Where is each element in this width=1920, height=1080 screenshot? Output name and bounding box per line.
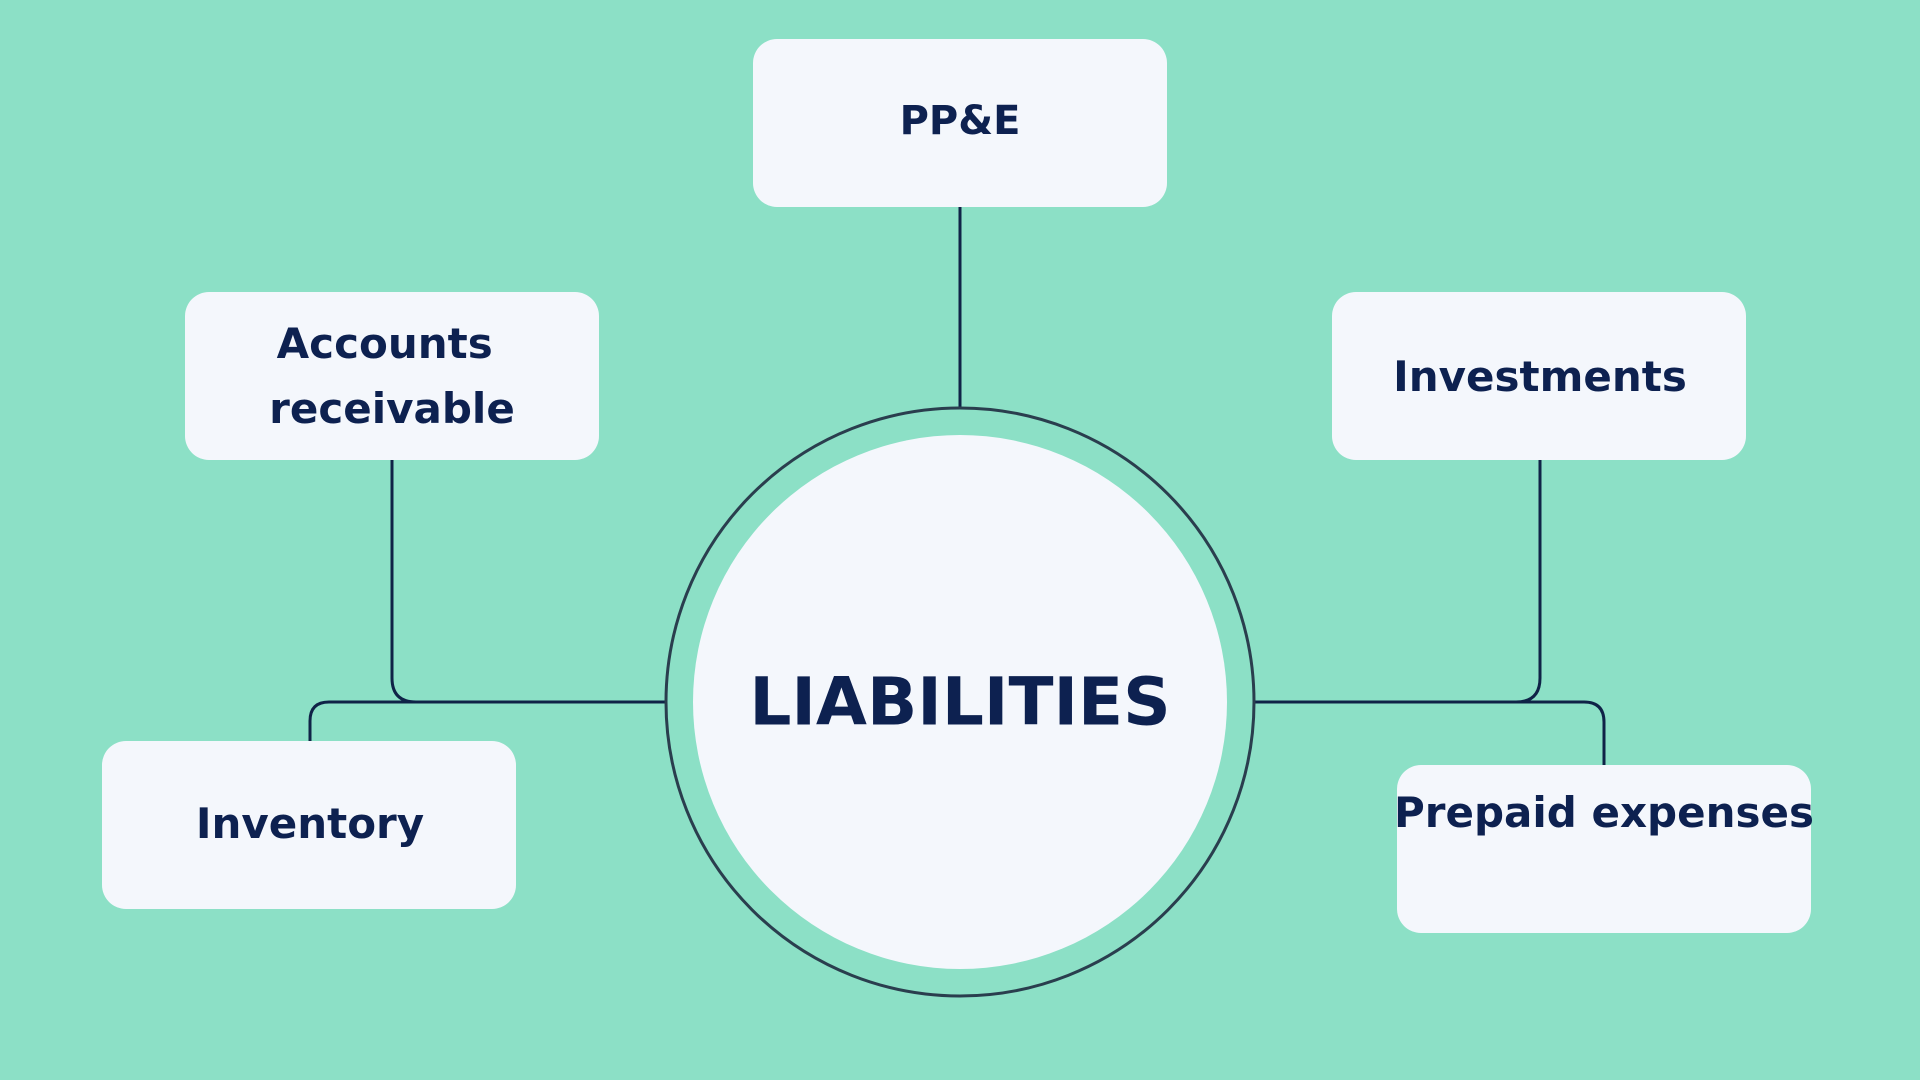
center-ring (664, 406, 1256, 998)
node-investments-label: Investments (1393, 352, 1687, 401)
node-accounts-receivable: Accounts receivable (185, 292, 599, 460)
node-ppe-label-line-1: PP&E (900, 98, 1021, 144)
node-prepaid-expenses-box (1397, 765, 1811, 933)
node-inventory-box (102, 741, 516, 909)
node-accounts-receivable-label-line-2: receivable (269, 384, 515, 433)
node-investments-label-line-1: Investments (1393, 352, 1687, 401)
node-prepaid-expenses: Prepaid expenses (1394, 765, 1814, 933)
center-label: LIABILITIES (749, 664, 1170, 741)
connectors (308, 206, 1606, 765)
node-ppe: PP&E (753, 39, 1167, 207)
node-inventory-label: Inventory (196, 799, 424, 848)
node-ppe-label: PP&E (900, 98, 1021, 144)
node-investments-box (1332, 292, 1746, 460)
node-inventory-label-line-1: Inventory (196, 799, 424, 848)
node-ppe-box (753, 39, 1167, 207)
center-circle (693, 435, 1227, 969)
node-accounts-receivable-box (185, 292, 599, 460)
connector-prepaid-expenses (1516, 700, 1606, 765)
connector-inventory (308, 700, 416, 741)
node-inventory: Inventory (102, 741, 516, 909)
node-accounts-receivable-label-line-1: Accounts (277, 319, 493, 368)
node-prepaid-expenses-label: Prepaid expenses (1394, 788, 1814, 837)
node-accounts-receivable-label: Accounts receivable (269, 319, 515, 433)
center-node: LIABILITIES (664, 406, 1256, 998)
node-prepaid-expenses-label-line-1: Prepaid expenses (1394, 788, 1814, 837)
node-investments: Investments (1332, 292, 1746, 460)
